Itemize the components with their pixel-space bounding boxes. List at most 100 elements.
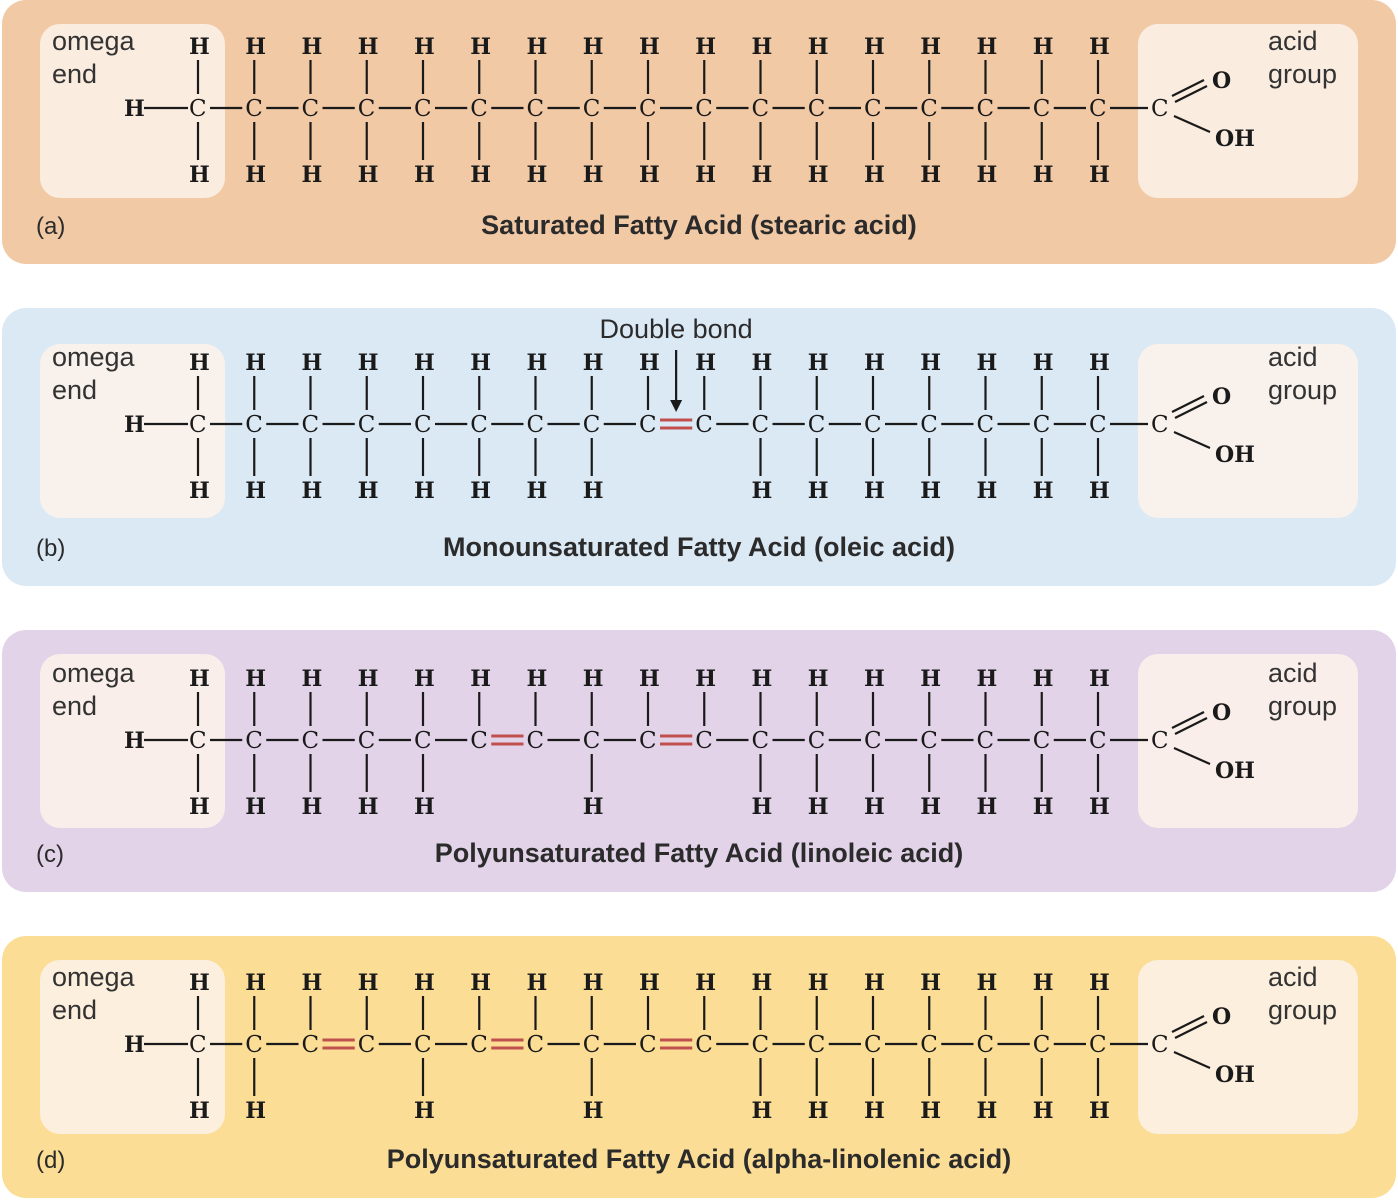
carbon-atom: C <box>808 96 826 122</box>
hydrogen-atom: H <box>864 1098 885 1124</box>
hydrogen-atom: H <box>358 478 379 504</box>
single-bond <box>1173 1050 1211 1070</box>
hydrogen-atom: H <box>189 666 210 692</box>
terminal-hydrogen: H <box>124 412 145 438</box>
carbon-atom: C <box>808 728 826 754</box>
hydrogen-atom: H <box>414 162 435 188</box>
hydrogen-atom: H <box>414 794 435 820</box>
hydrogen-atom: H <box>189 350 210 376</box>
hydrogen-atom: H <box>583 794 604 820</box>
hydrogen-atom: H <box>864 478 885 504</box>
hydrogen-atom: H <box>920 970 941 996</box>
acid-group-label: group <box>1268 59 1337 89</box>
carbon-atom: C <box>245 1032 263 1058</box>
hydrogen-atom: H <box>977 478 998 504</box>
hydrogen-atom: H <box>1089 34 1110 60</box>
omega-end-box <box>40 960 225 1134</box>
hydrogen-atom: H <box>752 970 773 996</box>
hydrogen-atom: H <box>977 1098 998 1124</box>
carbon-atom: C <box>920 96 938 122</box>
hydrogen-atom: H <box>302 970 323 996</box>
carbon-atom: C <box>639 1032 657 1058</box>
carboxyl-carbon: C <box>1151 728 1169 754</box>
carbon-atom: C <box>245 96 263 122</box>
carbonyl-double-bond <box>1174 1021 1208 1039</box>
carbon-atom: C <box>358 96 376 122</box>
acid-group-label: group <box>1268 691 1337 721</box>
carbon-atom: C <box>864 728 882 754</box>
hydrogen-atom: H <box>808 478 829 504</box>
hydrogen-atom: H <box>977 34 998 60</box>
carbonyl-double-bond <box>1174 401 1208 419</box>
hydrogen-atom: H <box>752 34 773 60</box>
carbon-atom: C <box>752 412 770 438</box>
hydrogen-atom: H <box>695 970 716 996</box>
terminal-hydrogen: H <box>124 728 145 754</box>
hydrogen-atom: H <box>752 162 773 188</box>
hydrogen-atom: H <box>414 970 435 996</box>
hydrogen-atom: H <box>470 162 491 188</box>
panel-background <box>2 308 1396 586</box>
hydrogen-atom: H <box>808 794 829 820</box>
carboxyl-carbon: C <box>1151 96 1169 122</box>
hydrogen-atom: H <box>920 794 941 820</box>
hydrogen-atom: H <box>752 666 773 692</box>
carbon-atom: C <box>1033 412 1051 438</box>
carbon-atom: C <box>808 412 826 438</box>
hydrogen-atom: H <box>414 34 435 60</box>
oxygen-atom: O <box>1212 68 1231 94</box>
hydrogen-atom: H <box>864 794 885 820</box>
omega-end-box <box>40 24 225 198</box>
single-bond <box>1173 430 1211 450</box>
single-bond <box>1173 746 1211 766</box>
carbon-atom: C <box>189 412 207 438</box>
hydrogen-atom: H <box>808 162 829 188</box>
acid-group-label: group <box>1268 995 1337 1025</box>
carbonyl-double-bond <box>1171 395 1205 413</box>
carboxyl-carbon: C <box>1151 412 1169 438</box>
panel-letter: (a) <box>36 213 65 240</box>
hydrogen-atom: H <box>1033 794 1054 820</box>
oxygen-atom: O <box>1212 1004 1231 1030</box>
panel-letter: (b) <box>36 535 65 562</box>
hydrogen-atom: H <box>302 794 323 820</box>
carbon-atom: C <box>358 1032 376 1058</box>
hydrogen-atom: H <box>920 666 941 692</box>
panel-letter: (d) <box>36 1147 65 1174</box>
omega-end-label: end <box>52 375 97 405</box>
hydrogen-atom: H <box>639 666 660 692</box>
hydrogen-atom: H <box>695 350 716 376</box>
hydrogen-atom: H <box>1033 478 1054 504</box>
hydrogen-atom: H <box>189 478 210 504</box>
hydrogen-atom: H <box>1033 666 1054 692</box>
hydrogen-atom: H <box>808 666 829 692</box>
carbon-atom: C <box>189 1032 207 1058</box>
carbon-atom: C <box>470 412 488 438</box>
hydrogen-atom: H <box>977 666 998 692</box>
hydrogen-atom: H <box>245 1098 266 1124</box>
hydrogen-atom: H <box>864 350 885 376</box>
acid-group-box <box>1138 654 1358 828</box>
hydrogen-atom: H <box>752 1098 773 1124</box>
hydrogen-atom: H <box>1089 666 1110 692</box>
carbon-atom: C <box>864 1032 882 1058</box>
carbon-atom: C <box>189 96 207 122</box>
hydrogen-atom: H <box>1033 1098 1054 1124</box>
acid-group-label: acid <box>1268 342 1318 372</box>
hydrogen-atom: H <box>245 970 266 996</box>
terminal-hydrogen: H <box>124 1032 145 1058</box>
carbon-atom: C <box>695 728 713 754</box>
omega-end-label: omega <box>52 342 136 372</box>
omega-end-label: end <box>52 691 97 721</box>
panel-title: Polyunsaturated Fatty Acid (linoleic aci… <box>435 838 964 868</box>
hydrogen-atom: H <box>920 1098 941 1124</box>
hydrogen-atom: H <box>1089 478 1110 504</box>
panel-title: Monounsaturated Fatty Acid (oleic acid) <box>443 532 955 562</box>
hydrogen-atom: H <box>583 162 604 188</box>
hydrogen-atom: H <box>864 666 885 692</box>
acid-group-label: group <box>1268 375 1337 405</box>
hydrogen-atom: H <box>245 350 266 376</box>
hydrogen-atom: H <box>1033 970 1054 996</box>
carbon-atom: C <box>302 412 320 438</box>
